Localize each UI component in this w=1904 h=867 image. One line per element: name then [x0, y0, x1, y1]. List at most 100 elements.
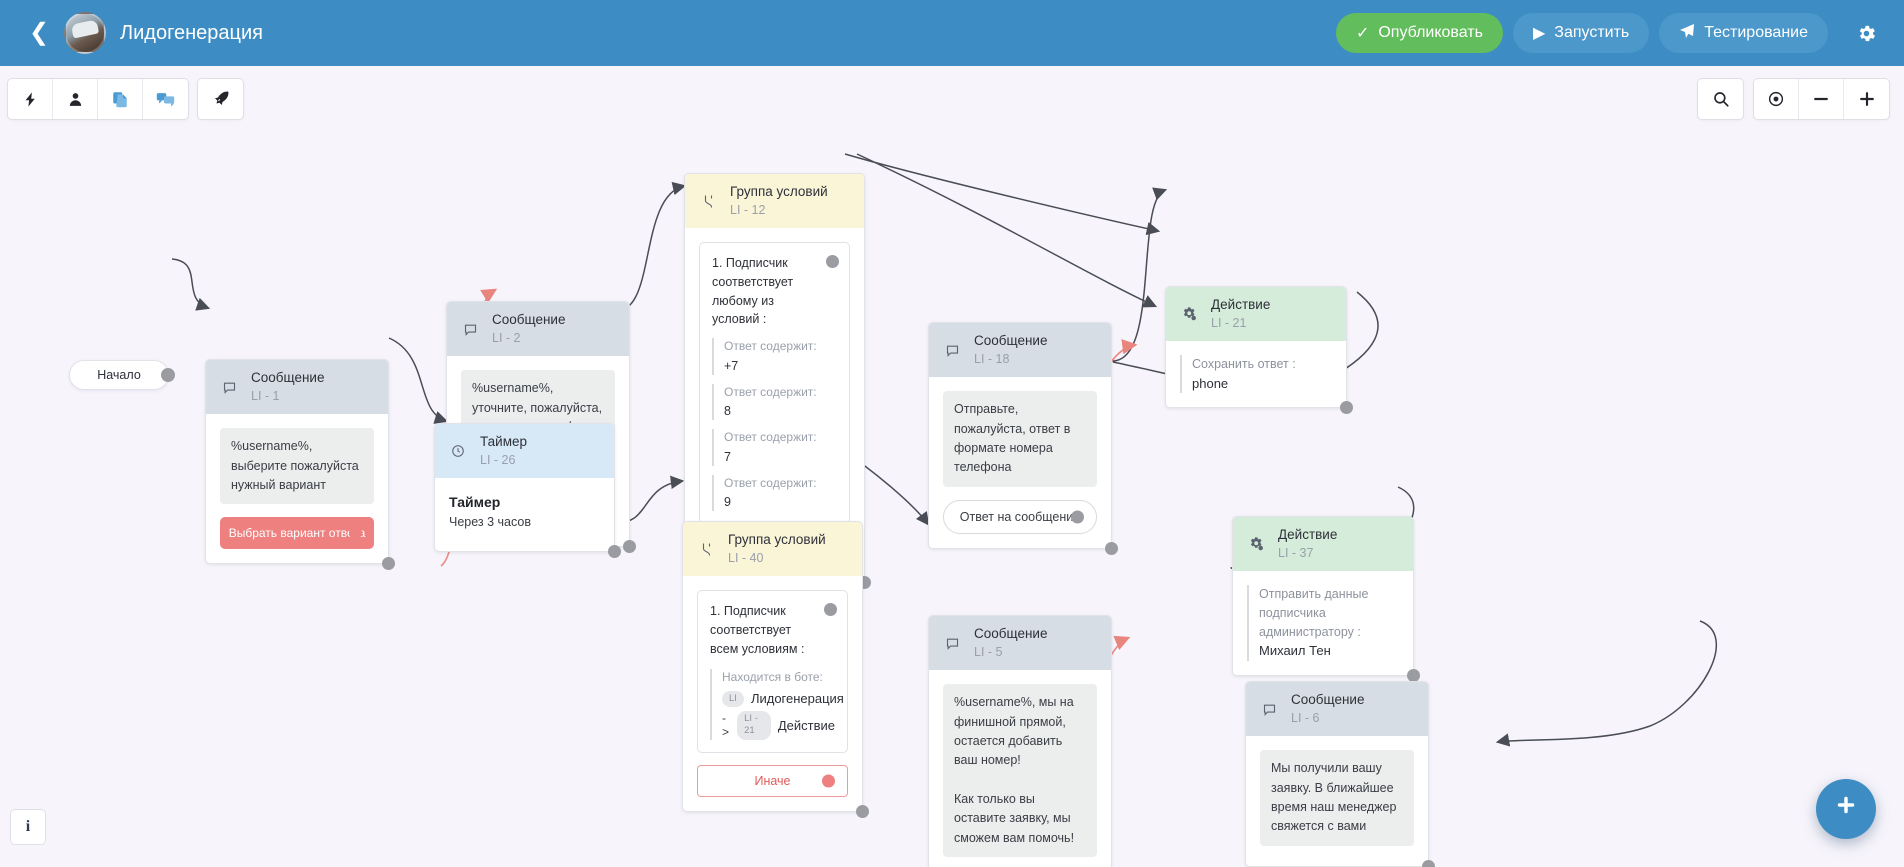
- tool-group-search: [1697, 78, 1744, 120]
- back-icon[interactable]: ❮: [28, 19, 50, 46]
- ref-chip: LI - 21: [737, 711, 771, 740]
- add-node-button[interactable]: [1816, 779, 1876, 839]
- node-title: Сообщение: [974, 333, 1048, 348]
- node-header: Сообщение LI - 5: [929, 616, 1111, 671]
- node-li-6[interactable]: Сообщение LI - 6 Мы получили вашу заявку…: [1245, 681, 1435, 867]
- publish-button[interactable]: ✓ Опубликовать: [1335, 13, 1503, 53]
- play-icon: ▶: [1532, 25, 1546, 42]
- rocket-icon[interactable]: [198, 79, 243, 119]
- condition-label: Ответ содержит:: [724, 339, 817, 354]
- flow-canvas[interactable]: Начало Сообщение LI - 1 %username%, выбе…: [0, 66, 1904, 867]
- node-title: Сообщение: [1291, 692, 1365, 707]
- node-output-port[interactable]: [856, 804, 869, 818]
- gears-icon: [1180, 306, 1198, 322]
- node-li-21[interactable]: Действие LI - 21 Сохранить ответ : phone: [1165, 286, 1353, 415]
- speech-bubble-icon: [943, 636, 961, 651]
- start-node[interactable]: Начало: [69, 360, 175, 390]
- test-label: Тестирование: [1704, 24, 1808, 41]
- node-output-port[interactable]: [1407, 668, 1420, 682]
- node-subtitle: LI - 12: [730, 202, 766, 217]
- output-port[interactable]: [349, 526, 362, 540]
- condition-output-port[interactable]: [826, 255, 839, 269]
- test-button[interactable]: Тестирование: [1659, 13, 1828, 53]
- node-subtitle: LI - 2: [492, 330, 521, 345]
- bot-name: Лидогенерация: [750, 691, 844, 707]
- app-header: ❮ Лидогенерация ✓ Опубликовать ▶ Запусти…: [0, 0, 1904, 66]
- bot-chip: LI: [722, 690, 744, 708]
- header-actions: ✓ Опубликовать ▶ Запустить Тестирование: [1335, 13, 1890, 53]
- node-li-12[interactable]: Группа условий LI - 12 1. Подписчик соот…: [684, 173, 871, 590]
- condition-card[interactable]: 1. Подписчик соответствует любому из усл…: [699, 242, 850, 525]
- action-label: Отправить данные подписчика администрато…: [1259, 587, 1369, 639]
- node-header: Группа условий LI - 12: [685, 174, 864, 229]
- run-label: Запустить: [1554, 24, 1630, 41]
- lightning-bolt-icon[interactable]: [8, 79, 53, 119]
- condition-value: 8: [724, 404, 731, 419]
- message-text: %username%, мы на финишной прямой, остае…: [943, 684, 1097, 858]
- choice-button[interactable]: Выбрать вариант ответа: [220, 517, 374, 550]
- search-icon[interactable]: [1698, 79, 1743, 119]
- info-button[interactable]: i: [10, 809, 46, 845]
- node-li-5[interactable]: Сообщение LI - 5 %username%, мы на финиш…: [928, 615, 1112, 867]
- action-value: phone: [1192, 375, 1229, 391]
- node-body: 1. Подписчик соответствует всем условиям…: [683, 576, 862, 811]
- else-button[interactable]: Иначе: [697, 764, 848, 797]
- chat-bubbles-icon[interactable]: [143, 79, 188, 119]
- gear-icon[interactable]: [1846, 13, 1886, 53]
- node-body: Сохранить ответ : phone: [1166, 341, 1346, 407]
- action-item: Отправить данные подписчика администрато…: [1247, 585, 1399, 661]
- node-subtitle: LI - 5: [974, 644, 1003, 659]
- node-li-37[interactable]: Действие LI - 37 Отправить данные подпис…: [1232, 516, 1420, 682]
- node-title: Действие: [1278, 527, 1338, 542]
- else-output-port[interactable]: [822, 774, 835, 788]
- tool-group-rocket: [197, 78, 244, 120]
- node-output-port[interactable]: [608, 545, 621, 559]
- branch-icon: [699, 194, 717, 209]
- node-output-port[interactable]: [382, 557, 395, 571]
- node-li-18[interactable]: Сообщение LI - 18 Отправьте, пожалуйста,…: [928, 322, 1118, 555]
- node-reference: -> LI - 21 Действие: [722, 711, 835, 740]
- condition-item: Ответ содержит: +7: [712, 338, 837, 375]
- choice-button-label: Выбрать вариант ответа: [228, 526, 366, 541]
- node-subtitle: LI - 26: [480, 452, 516, 467]
- gears-icon: [1247, 536, 1265, 552]
- zoom-out-minus-icon[interactable]: [1799, 79, 1844, 119]
- node-li-1[interactable]: Сообщение LI - 1 %username%, выберите по…: [205, 359, 395, 571]
- condition-item: Ответ содержит: 7: [712, 429, 837, 466]
- condition-value: 9: [724, 495, 731, 510]
- else-label: Иначе: [754, 773, 791, 788]
- speech-bubble-icon: [943, 343, 961, 358]
- condition-card[interactable]: 1. Подписчик соответствует всем условиям…: [697, 590, 848, 753]
- copy-files-icon[interactable]: [98, 79, 143, 119]
- action-item: Сохранить ответ : phone: [1180, 355, 1332, 394]
- ref-arrow: ->: [722, 711, 730, 740]
- node-output-port[interactable]: [623, 540, 636, 553]
- publish-label: Опубликовать: [1378, 24, 1483, 41]
- ref-name: Действие: [777, 717, 835, 733]
- node-output-port[interactable]: [1340, 401, 1353, 415]
- condition-output-port[interactable]: [824, 603, 837, 617]
- node-header: Сообщение LI - 1: [206, 360, 388, 415]
- avatar[interactable]: [64, 12, 106, 54]
- node-subtitle: LI - 37: [1278, 545, 1314, 560]
- start-output-port[interactable]: [161, 368, 175, 382]
- page-title: Лидогенерация: [120, 21, 263, 44]
- node-li-26[interactable]: Таймер LI - 26 Таймер Через 3 часов: [434, 423, 621, 559]
- node-li-40[interactable]: Группа условий LI - 40 1. Подписчик соот…: [682, 521, 869, 818]
- node-title: Таймер: [480, 434, 527, 449]
- zoom-in-plus-icon[interactable]: [1844, 79, 1889, 119]
- node-header: Действие LI - 21: [1166, 287, 1346, 342]
- output-port[interactable]: [1071, 510, 1084, 524]
- target-center-icon[interactable]: [1754, 79, 1799, 119]
- run-button[interactable]: ▶ Запустить: [1512, 13, 1650, 53]
- node-header: Сообщение LI - 6: [1246, 682, 1428, 737]
- reply-button[interactable]: Ответ на сообщение: [943, 499, 1097, 534]
- node-title: Сообщение: [974, 626, 1048, 641]
- node-output-port[interactable]: [1422, 859, 1435, 867]
- user-icon[interactable]: [53, 79, 98, 119]
- message-text: %username%, выберите пожалуйста нужный в…: [220, 428, 374, 505]
- right-toolbar: [1697, 78, 1890, 120]
- node-output-port[interactable]: [1105, 541, 1118, 555]
- node-subtitle: LI - 40: [728, 550, 764, 565]
- timer-value: Через 3 часов: [449, 515, 531, 530]
